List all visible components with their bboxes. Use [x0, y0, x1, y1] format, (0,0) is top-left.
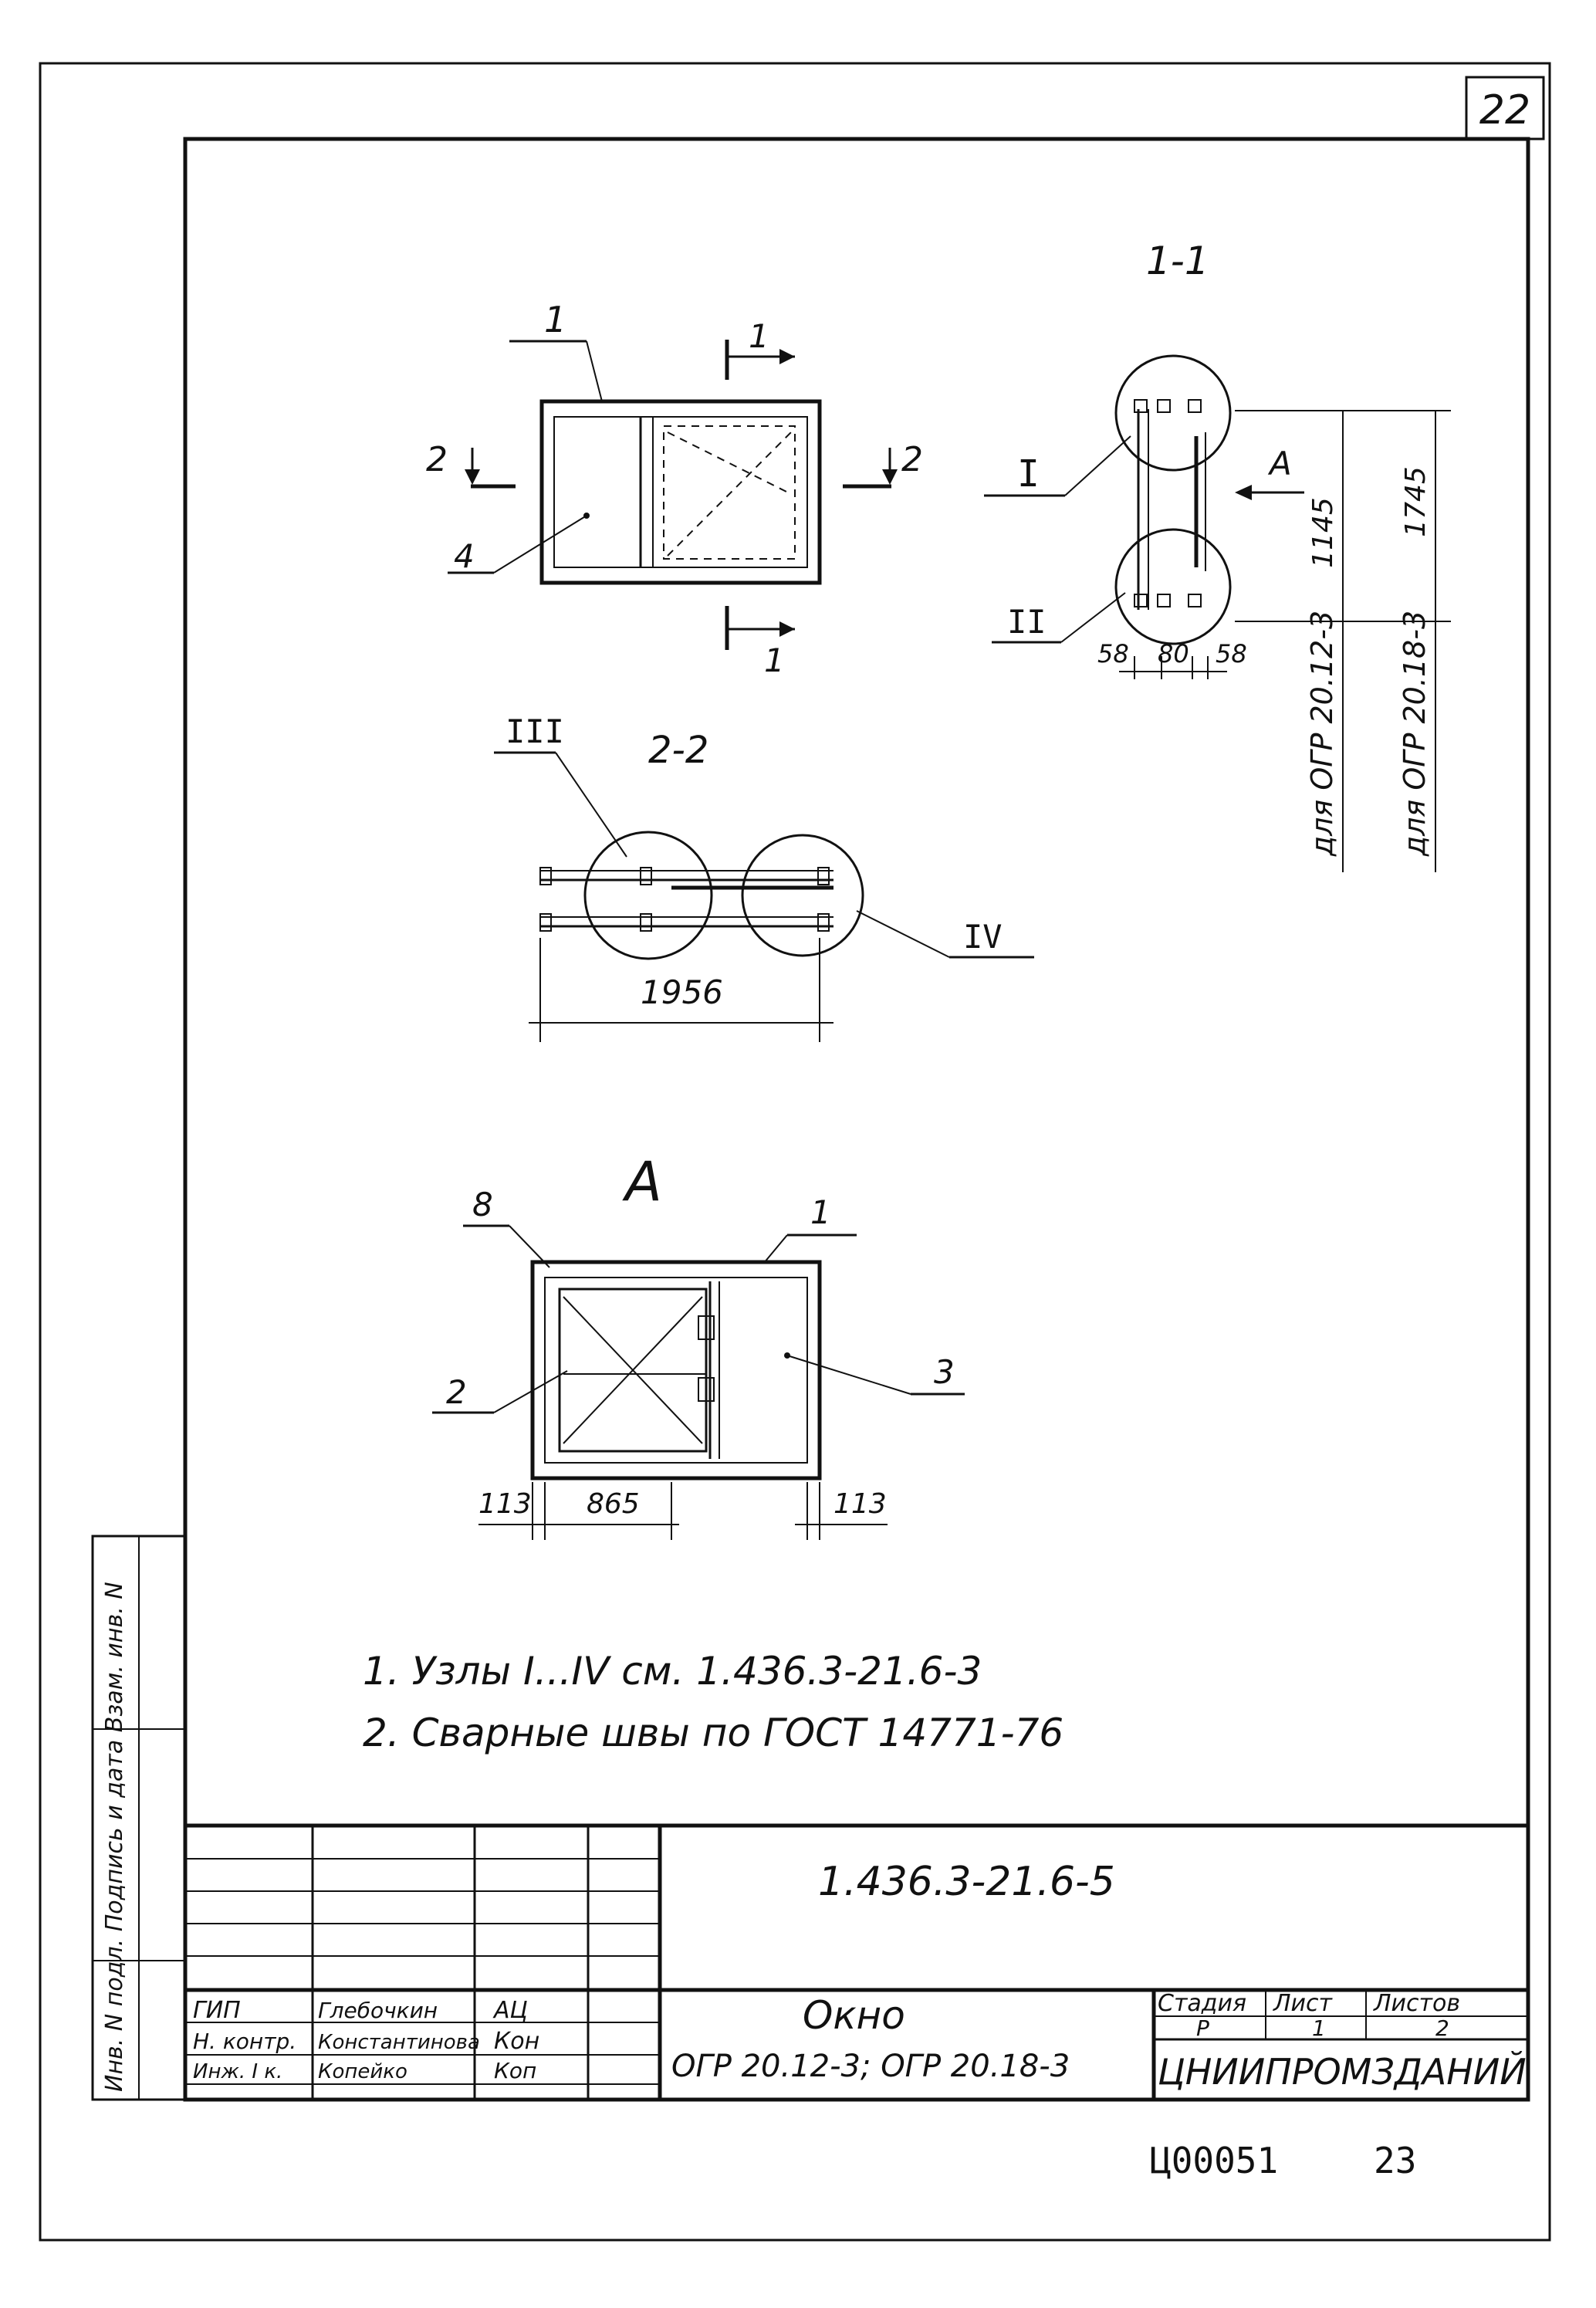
dim-1745: 1745 — [1400, 466, 1432, 537]
dim-113-left: 113 — [478, 1488, 532, 1520]
title-code: 1.436.3-21.6-5 — [818, 1859, 1115, 1905]
sheet-header: Лист — [1273, 1990, 1334, 2017]
org-name: ЦНИИПРОМЗДАНИЙ — [1158, 2051, 1527, 2093]
dim-113-right: 113 — [834, 1488, 887, 1520]
cut-2-left: 2 — [426, 440, 448, 479]
cut-1-top: 1 — [749, 317, 769, 355]
node-II-label: II — [1007, 603, 1047, 641]
dim-58-right: 58 — [1216, 639, 1247, 668]
name-1: Глебочкин — [318, 1998, 438, 2023]
sheets-header: Листов — [1373, 1990, 1460, 2017]
front-callout-4: 4 — [454, 537, 475, 575]
node-I-label: I — [1017, 452, 1040, 496]
dim-865: 865 — [587, 1488, 640, 1520]
section-2-2: 2-2 III IV 1956 — [494, 712, 1034, 1042]
view-a-callout-8: 8 — [472, 1186, 493, 1223]
stage-header: Стадия — [1158, 1990, 1246, 2017]
view-a-frame-outer — [530, 1260, 822, 1481]
front-view: 1 4 1 1 2 2 — [426, 299, 923, 679]
title-name: Окно — [803, 1993, 905, 2038]
bottom-code: Ц00051 — [1150, 2140, 1278, 2181]
side-strip-text: Инв. N подл. Подпись и дата Взам. инв. N — [101, 1582, 128, 2092]
sign-2: Кон — [494, 2028, 539, 2055]
sign-3: Коп — [494, 2058, 536, 2083]
name-2: Константинова — [318, 2031, 480, 2054]
dim-58-left: 58 — [1097, 639, 1129, 668]
section-1-1-title: 1-1 — [1146, 239, 1209, 283]
inner-frame — [183, 137, 1530, 2102]
role-1: ГИП — [193, 1997, 241, 2024]
cut-1-bottom: 1 — [764, 641, 785, 679]
view-a-callout-1: 1 — [810, 1193, 831, 1231]
section-2-2-title: 2-2 — [648, 729, 708, 772]
node-IV-label: IV — [963, 918, 1003, 956]
sheets-value: 2 — [1435, 2015, 1449, 2041]
outer-border — [39, 62, 1551, 2242]
node-III-label: III — [506, 712, 564, 750]
title-marks: ОГР 20.12-3; ОГР 20.18-3 — [671, 2049, 1070, 2084]
sign-1: АЦ — [492, 1997, 528, 2024]
arrow-a-label: А — [1267, 445, 1292, 482]
note-2: 2. Сварные швы по ГОСТ 14771-76 — [363, 1711, 1063, 1755]
dim-1145: 1145 — [1307, 497, 1339, 568]
view-a: А 8 1 2 3 113 865 — [432, 1150, 965, 1540]
front-frame-outer — [539, 399, 822, 585]
cut-2-right: 2 — [901, 440, 923, 479]
corner-number: 22 — [1479, 87, 1530, 134]
dim-80: 80 — [1158, 639, 1189, 668]
dim-1956: 1956 — [641, 973, 723, 1011]
title-block: 1.436.3-21.6-5 Окно ОГР 20.12-3; ОГР 20.… — [183, 1823, 1530, 2102]
view-a-callout-2: 2 — [446, 1373, 467, 1411]
bottom-page: 23 — [1374, 2140, 1416, 2181]
front-callout-1: 1 — [544, 299, 566, 340]
role-3: Инж. I к. — [193, 2060, 282, 2083]
view-a-title: А — [622, 1150, 662, 1213]
role-2: Н. контр. — [193, 2029, 296, 2054]
stage-value: Р — [1196, 2015, 1209, 2041]
front-frame-inner — [553, 416, 808, 568]
label-ogr18: для ОГР 20.18-3 — [1398, 611, 1432, 857]
view-a-callout-3: 3 — [934, 1353, 955, 1391]
section-1-1: 1-1 I II А 1145 1745 для ОГР 20.12-3 для… — [984, 239, 1451, 872]
corner-number-box — [1465, 76, 1545, 140]
note-1: 1. Узлы I...IV см. 1.436.3-21.6-3 — [363, 1649, 982, 1694]
name-3: Копейко — [318, 2060, 407, 2083]
sheet-value: 1 — [1312, 2015, 1326, 2041]
label-ogr12: для ОГР 20.12-3 — [1305, 611, 1339, 857]
